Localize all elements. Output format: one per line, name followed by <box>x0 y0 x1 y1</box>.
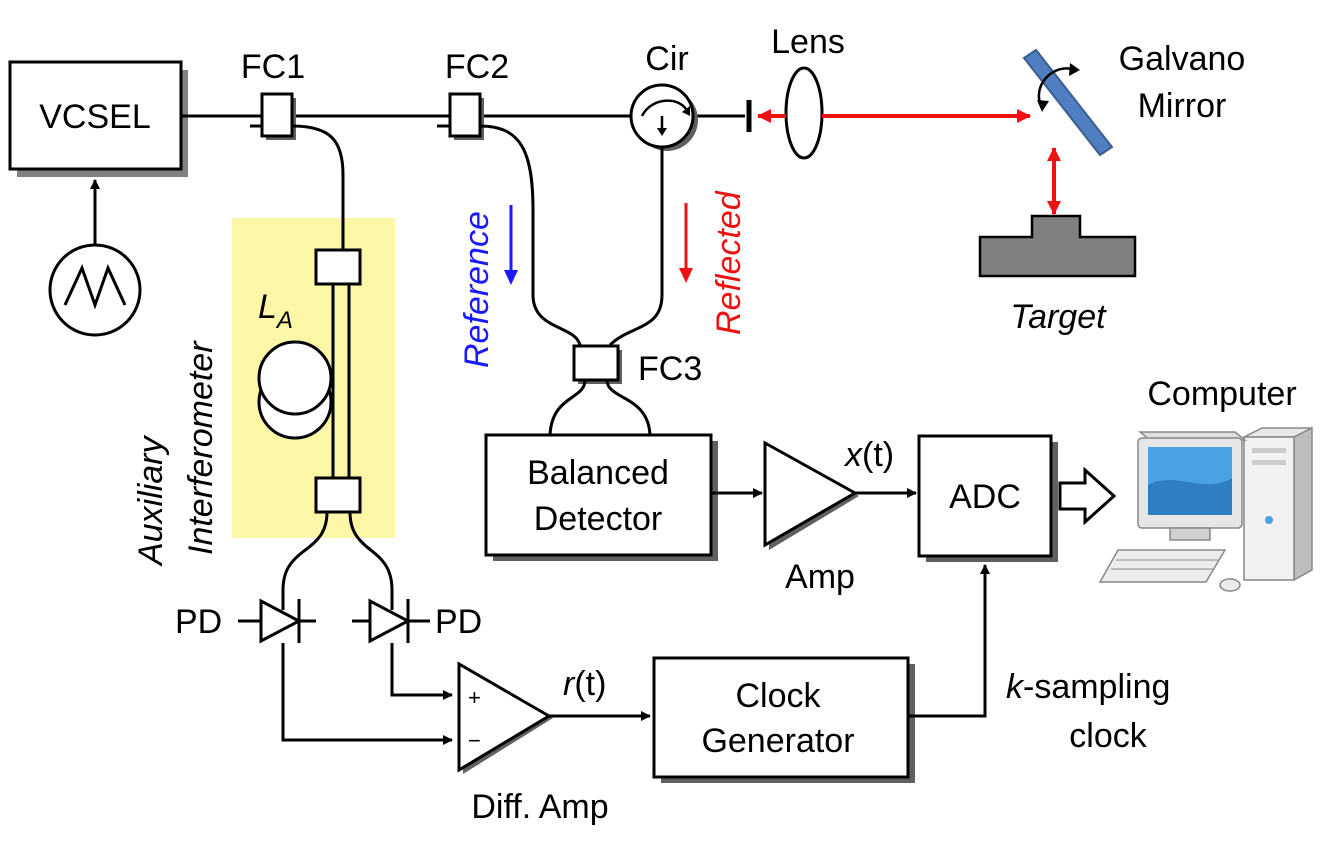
clock-label-line1: Clock <box>735 677 821 715</box>
xt-label: x(t) <box>843 436 894 474</box>
amp-label: Amp <box>785 558 855 596</box>
vcsel-block: VCSEL <box>8 60 188 177</box>
la-label: LA <box>258 288 293 334</box>
ksampling-label-line2: clock <box>1069 717 1147 755</box>
circulator: Cir <box>629 40 698 151</box>
ksampling-label-line1: k-sampling <box>1006 668 1170 706</box>
photodiode-right: PD <box>352 590 482 644</box>
clock-generator-block: Clock Generator <box>652 656 915 783</box>
diff-amp-plus: + <box>468 685 481 710</box>
fc3-coupler: FC3 <box>548 344 702 436</box>
reference-label: Reference <box>458 211 496 368</box>
fc3-label: FC3 <box>638 350 702 388</box>
target: Target <box>978 214 1137 336</box>
amp: Amp <box>763 440 859 596</box>
balanced-label-line1: Balanced <box>527 454 669 492</box>
clock-label-line2: Generator <box>701 722 854 760</box>
lens-label: Lens <box>771 23 845 61</box>
clock-to-adc-arrow <box>908 564 990 718</box>
fc1-coupler: FC1 <box>241 48 345 250</box>
fc2-label: FC2 <box>445 48 509 86</box>
galvano-mirror: Galvano Mirror <box>1022 40 1246 157</box>
pd-right-label: PD <box>435 603 482 641</box>
photodiode-left: PD <box>175 590 316 644</box>
balanced-label-line2: Detector <box>534 500 663 538</box>
aux-label-line1: Auxiliary <box>132 435 170 567</box>
adc-to-computer-arrow <box>1058 466 1117 526</box>
diff-amp: + − Diff. Amp <box>457 661 609 826</box>
diff-amp-minus: − <box>468 728 481 753</box>
fc2-coupler: FC2 <box>437 48 582 346</box>
adc-block: ADC <box>917 434 1058 562</box>
fc1-label: FC1 <box>241 48 305 86</box>
vcsel-label: VCSEL <box>39 98 151 136</box>
adc-label: ADC <box>949 478 1021 516</box>
pd-left-label: PD <box>175 603 222 641</box>
pd-left-to-diffamp <box>281 643 453 745</box>
diff-amp-label: Diff. Amp <box>471 788 608 826</box>
lens: Lens <box>771 23 845 160</box>
balanced-detector-block: Balanced Detector <box>484 433 718 561</box>
reflected-label: Reflected <box>710 190 748 335</box>
reflected-fiber <box>608 147 664 347</box>
computer-label: Computer <box>1147 375 1296 413</box>
aux-label-line2: Interferometer <box>182 340 220 555</box>
cir-label: Cir <box>645 40 688 78</box>
rt-label: r(t) <box>563 665 606 703</box>
galvano-label-line2: Mirror <box>1138 87 1227 125</box>
pd-right-to-diffamp <box>390 643 453 700</box>
computer-icon: Computer <box>1098 375 1313 592</box>
aux-interferometer: LA <box>257 218 394 591</box>
target-label: Target <box>1010 298 1107 336</box>
galvano-label-line1: Galvano <box>1119 40 1246 78</box>
triangle-wave-generator-icon <box>48 243 142 337</box>
